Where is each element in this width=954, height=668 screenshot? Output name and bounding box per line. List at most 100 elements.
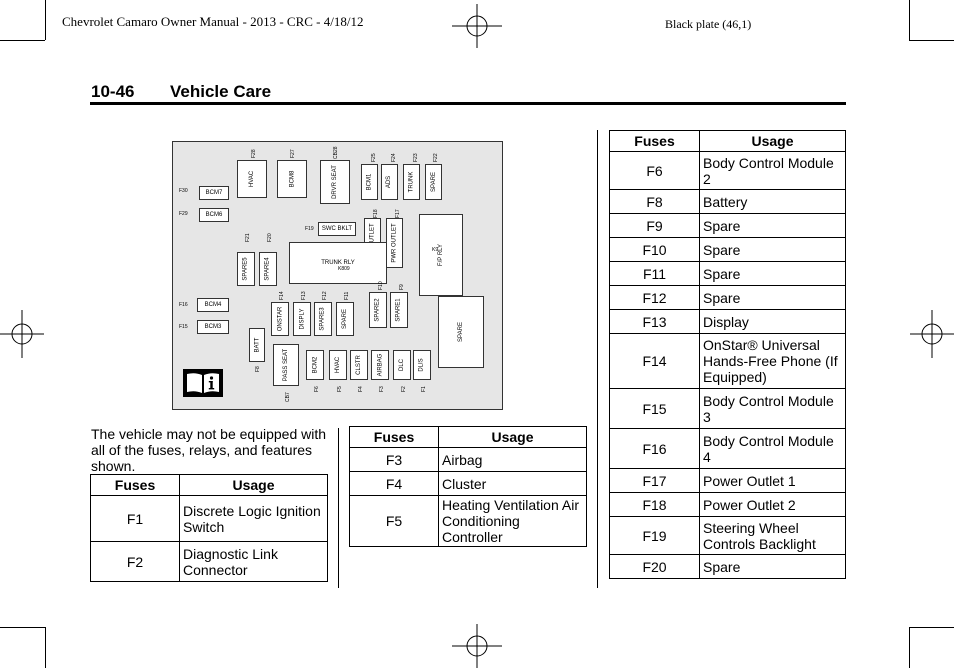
fuse-position-label: F22 — [433, 153, 439, 162]
fuse-box: DRVR SEAT — [320, 160, 350, 204]
section-title: Vehicle Care — [170, 82, 272, 101]
fuse-id-cell: F10 — [609, 237, 700, 262]
usage-cell: Airbag — [438, 447, 587, 472]
fuse-box-label: SPARE5 — [243, 257, 250, 281]
fuse-position-label: F29 — [179, 211, 188, 217]
fuse-position-label: F10 — [378, 281, 384, 290]
fuse-box: BCM4 — [197, 298, 229, 312]
fuse-box: SPARE — [336, 302, 354, 336]
fuse-id-cell: F14 — [609, 333, 700, 389]
crop-mark — [909, 40, 954, 41]
fuse-position-label: F6 — [314, 386, 320, 392]
fuse-position-label: F9 — [399, 284, 405, 290]
fuse-box-label: PASS SEAT — [283, 348, 289, 382]
fuse-box: ADS — [381, 164, 398, 200]
crop-mark — [45, 0, 46, 40]
fuse-id-cell: F9 — [609, 213, 700, 238]
fuse-id-cell: F18 — [609, 492, 700, 517]
fuse-position-label: F30 — [179, 188, 188, 194]
fuse-box-label: AIRBAG — [377, 353, 383, 377]
fuse-position-label: F1 — [421, 386, 427, 392]
fuse-position-label: K809 — [338, 266, 350, 272]
fuse-box-label: BCM1 — [366, 173, 373, 191]
fuse-box-label: HVAC — [248, 170, 255, 188]
column-divider — [597, 130, 598, 588]
crop-mark — [909, 627, 910, 668]
fuse-position-label: F23 — [413, 153, 419, 162]
fuse-position-label: F3 — [379, 386, 385, 392]
fuse-position-label: F8 — [255, 366, 261, 372]
fuse-position-label: F27 — [290, 149, 296, 158]
fuse-box: SPARE5 — [237, 252, 255, 286]
usage-header: Usage — [438, 426, 587, 448]
fuse-box-label: HVAC — [335, 356, 342, 374]
owner-manual-book-icon — [183, 369, 223, 397]
registration-mark-bottom — [452, 624, 502, 668]
fuse-position-label: F13 — [301, 291, 307, 300]
fuse-id-cell: F15 — [609, 388, 700, 429]
fuse-box-label: SPARE — [458, 322, 464, 342]
fuse-box: CLSTR — [350, 350, 368, 380]
fuse-box: PASS SEAT — [273, 344, 299, 386]
crop-mark — [45, 627, 46, 668]
fuse-box-label: BCM6 — [205, 212, 223, 218]
fuse-id-cell: F5 — [349, 495, 439, 547]
fuse-position-label: F28 — [251, 149, 257, 158]
fuse-position-label: F14 — [279, 291, 285, 300]
fuse-id-cell: F11 — [609, 261, 700, 286]
fuse-position-label: F24 — [391, 153, 397, 162]
fuse-box: DLIS — [413, 350, 431, 380]
document-title: Chevrolet Camaro Owner Manual - 2013 - C… — [62, 14, 364, 29]
usage-cell: Battery — [699, 189, 846, 214]
fuse-position-label: F5 — [337, 386, 343, 392]
fuse-position-label: K9 — [432, 247, 439, 253]
fuse-box: SWC BKLT — [318, 222, 356, 236]
usage-cell: Steering Wheel Controls Backlight — [699, 516, 846, 555]
fuse-id-cell: F4 — [349, 471, 439, 496]
section-number: 10-46 — [91, 82, 135, 101]
fuse-position-label: F15 — [179, 324, 188, 330]
fuse-box-label: TRUNK RLY — [321, 260, 355, 266]
fuse-box: DLC — [393, 350, 411, 380]
fuse-box-label: BCM8 — [288, 170, 295, 188]
fuse-box: SPARE1 — [390, 292, 408, 328]
fuse-box-label: SWC BKLT — [321, 226, 353, 232]
fuse-box: SPARE2 — [369, 292, 387, 328]
usage-cell: Power Outlet 1 — [699, 468, 846, 493]
fuse-box: BCM3 — [197, 320, 229, 334]
fuse-box-label: ONSTAR — [277, 306, 283, 332]
usage-cell: OnStar® Universal Hands-Free Phone (If E… — [699, 333, 846, 389]
fuse-box-label: BATT — [254, 337, 261, 353]
fuse-id-cell: F13 — [609, 309, 700, 334]
fuse-box-label: SPARE4 — [265, 257, 272, 281]
fuse-box-label: DLC — [398, 358, 405, 372]
fuse-id-cell: F3 — [349, 447, 439, 472]
fuse-box: BCM7 — [199, 186, 229, 200]
fuse-id-cell: F6 — [609, 151, 700, 190]
section-heading: 10-46 Vehicle Care — [91, 82, 271, 102]
fuse-position-label: F17 — [395, 209, 401, 218]
fuse-position-label: F19 — [305, 226, 314, 232]
fuse-box: BCM6 — [199, 208, 229, 222]
usage-cell: Body Control Module 2 — [699, 151, 846, 190]
fuse-position-label: CB28 — [333, 146, 339, 159]
fuse-position-label: CB7 — [285, 392, 291, 402]
fuse-box: SPARE3 — [314, 302, 332, 336]
fuse-box: AIRBAG — [371, 350, 389, 380]
fuse-position-label: F18 — [373, 209, 379, 218]
usage-cell: Spare — [699, 554, 846, 579]
fuse-box-label: SPARE3 — [320, 307, 327, 331]
fuse-id-cell: F16 — [609, 428, 700, 469]
registration-mark-top — [452, 4, 502, 48]
fuse-box-label: BCM3 — [204, 324, 222, 330]
